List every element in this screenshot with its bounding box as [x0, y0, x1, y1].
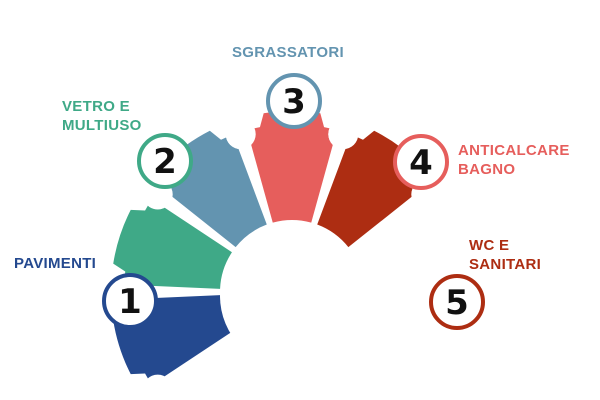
label-line: ANTICALCARE — [458, 142, 570, 159]
badge-ring — [393, 134, 449, 190]
label-line: SGRASSATORI — [232, 44, 344, 61]
badge-number: 1 — [118, 282, 142, 322]
label-line: MULTIUSO — [62, 117, 142, 134]
step-badge-3: 3 — [266, 73, 322, 129]
label-line: WC E — [469, 237, 510, 254]
step-badge-2: 2 — [137, 133, 193, 189]
badge-ring — [137, 133, 193, 189]
label-sgrassatori: SGRASSATORI — [232, 43, 344, 62]
step-badge-5: 5 — [429, 274, 485, 330]
segment-notch — [142, 374, 173, 400]
badge-number: 3 — [282, 82, 306, 122]
label-line: VETRO E — [62, 98, 130, 115]
badge-number: 5 — [445, 283, 469, 323]
badge-number: 4 — [409, 143, 433, 183]
segment-notch — [328, 119, 359, 150]
label-anticalcare-bagno: ANTICALCARE BAGNO — [458, 141, 570, 179]
label-vetro-e-multiuso: VETRO E MULTIUSO — [62, 97, 142, 135]
gear-segment-4 — [247, 111, 337, 223]
label-wc-e-sanitari: WC E SANITARI — [469, 236, 541, 274]
segment-notch — [225, 119, 256, 150]
label-line: PAVIMENTI — [14, 255, 97, 272]
badge-number: 2 — [153, 142, 177, 182]
label-line: SANITARI — [469, 256, 542, 273]
step-badge-1: 1 — [102, 273, 158, 329]
badge-ring — [429, 274, 485, 330]
step-badge-4: 4 — [393, 134, 449, 190]
gear-segment-2 — [113, 199, 232, 289]
label-line: BAGNO — [458, 161, 516, 178]
badge-ring — [266, 73, 322, 129]
label-pavimenti: PAVIMENTI — [14, 254, 96, 273]
center-hub — [220, 224, 364, 368]
badge-ring — [102, 273, 158, 329]
